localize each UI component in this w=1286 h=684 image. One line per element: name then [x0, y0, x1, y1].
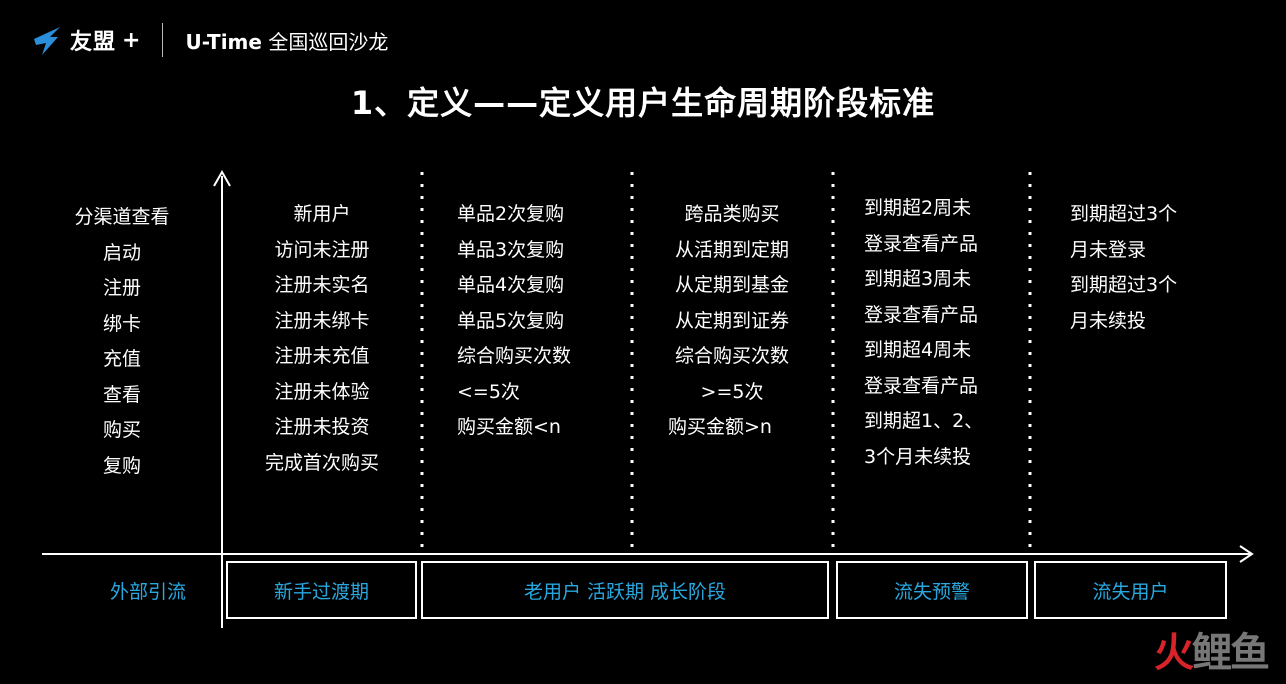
list-item: 单品5次复购: [457, 309, 565, 332]
list-item: 登录查看产品: [864, 232, 979, 255]
stage-warning: 流失预警: [836, 561, 1028, 619]
list-item: 购买: [102, 419, 141, 441]
stage-active: 老用户 活跃期 成长阶段: [421, 561, 829, 619]
column-behaviors: 分渠道查看 启动 注册 绑卡 充值 查看 购买 复购: [62, 200, 182, 484]
list-item: 绑卡: [102, 312, 141, 335]
list-item: 综合购买次数: [457, 345, 572, 367]
list-item: 单品2次复购: [457, 203, 565, 225]
column-churn-warning: 到期超2周未 登录查看产品 到期超3周未 登录查看产品 到期超4周未 登录查看产…: [864, 191, 1024, 475]
list-item: 从定期到基金: [674, 274, 789, 296]
list-item: 注册未投资: [274, 416, 370, 438]
column-repeat-purchase: 单品2次复购 单品3次复购 单品4次复购 单品5次复购 综合购买次数 <=5次 …: [457, 197, 617, 446]
list-item: 新用户: [293, 203, 351, 225]
list-item: <=5次: [457, 380, 520, 403]
list-item: 到期超1、2、: [864, 410, 984, 432]
x-axis-arrow: [1239, 545, 1254, 563]
list-item: 注册未体验: [274, 380, 370, 403]
list-item: 启动: [102, 241, 141, 264]
list-item: 购买金额<n: [457, 416, 561, 438]
list-item: 跨品类购买: [684, 203, 780, 225]
stage-lost: 流失用户: [1034, 561, 1227, 619]
list-item: 访问未注册: [274, 238, 370, 261]
list-item: 充值: [102, 348, 141, 370]
list-item: 月未登录: [1070, 238, 1147, 261]
stage-outside: 外部引流: [109, 580, 186, 603]
event-name: 全国巡回沙龙: [268, 29, 389, 54]
brand-plus: +: [122, 27, 141, 53]
list-item: 单品4次复购: [457, 274, 565, 296]
list-item: 到期超过3个: [1070, 274, 1178, 296]
list-item: 复购: [102, 454, 141, 477]
slide-title: 1、定义——定义用户生命周期阶段标准: [350, 84, 936, 122]
brand-name: 友盟: [70, 30, 117, 55]
list-item: 3个月未续投: [864, 445, 972, 468]
column-cross-category: 跨品类购买 从活期到定期 从定期到基金 从定期到证券 综合购买次数 >=5次 购…: [652, 197, 812, 446]
umeng-logo-icon: [34, 27, 60, 55]
watermark-rest: 鲤鱼: [1192, 630, 1270, 676]
list-item: 注册: [102, 277, 141, 299]
list-item: 到期超过3个: [1070, 203, 1178, 225]
list-item: >=5次: [700, 380, 764, 403]
list-item: 完成首次购买: [264, 451, 379, 474]
list-item: 综合购买次数: [674, 345, 789, 367]
list-item: 月未续投: [1070, 309, 1147, 332]
y-axis-arrow: [213, 169, 231, 187]
list-item: 查看: [102, 383, 141, 406]
watermark-logo: 火鲤鱼: [1154, 620, 1270, 678]
list-item: 登录查看产品: [864, 374, 979, 397]
list-item: 到期超2周未: [864, 197, 972, 219]
event-title: U-Time 全国巡回沙龙: [185, 26, 388, 55]
header-divider: [162, 23, 164, 57]
column-lost-user: 到期超过3个 月未登录 到期超过3个 月未续投: [1070, 197, 1230, 339]
list-item: 注册未绑卡: [274, 309, 370, 332]
list-item: 从活期到定期: [674, 238, 789, 261]
event-prefix: U-Time: [185, 29, 262, 54]
list-item: 单品3次复购: [457, 238, 565, 261]
watermark-main: 火: [1154, 630, 1194, 676]
list-item: 从定期到证券: [674, 309, 789, 332]
list-item: 到期超3周未: [864, 268, 972, 290]
list-item: 注册未充值: [274, 345, 370, 367]
column-new-user: 新用户 访问未注册 注册未实名 注册未绑卡 注册未充值 注册未体验 注册未投资 …: [242, 197, 402, 481]
header: 友盟 + U-Time 全国巡回沙龙: [30, 20, 388, 60]
list-item: 到期超4周未: [864, 339, 972, 361]
list-item: 登录查看产品: [864, 303, 979, 326]
stage-transition: 新手过渡期: [226, 561, 417, 619]
list-item: 分渠道查看: [74, 206, 170, 228]
list-item: 注册未实名: [274, 274, 370, 296]
list-item: 购买金额>n: [668, 416, 772, 438]
